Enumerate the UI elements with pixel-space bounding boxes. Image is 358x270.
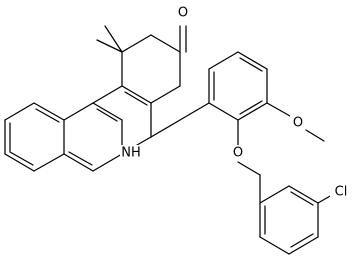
bond	[305, 129, 325, 142]
bond	[92, 102, 123, 121]
bond	[96, 39, 123, 53]
ether-oxygen-label: O	[231, 145, 245, 161]
bond	[136, 136, 152, 146]
bond	[104, 25, 123, 53]
bond	[4, 102, 35, 121]
bond	[96, 108, 118, 122]
bond	[92, 153, 123, 172]
bond	[179, 102, 210, 121]
bond	[259, 236, 290, 255]
chlorine-label: Cl	[330, 184, 352, 200]
bond	[288, 236, 319, 255]
methoxy-oxygen-label: O	[290, 115, 304, 131]
bond	[63, 153, 94, 172]
bond	[121, 85, 152, 104]
bond	[239, 57, 263, 72]
bond	[92, 85, 123, 104]
bond	[266, 102, 291, 117]
atom-label-o: O	[233, 146, 243, 161]
atom-label-nh: NH	[121, 146, 141, 161]
bond	[150, 85, 181, 104]
bond	[237, 51, 268, 70]
bond-layer	[4, 25, 333, 255]
bond	[150, 34, 181, 53]
atom-label-o: O	[178, 6, 188, 21]
bond	[259, 185, 290, 204]
bond	[33, 102, 65, 121]
amine-label: NH	[120, 145, 142, 161]
bond	[35, 108, 60, 123]
bond	[208, 102, 239, 121]
bond	[288, 185, 319, 204]
bond	[208, 51, 239, 70]
bond	[9, 151, 34, 166]
ketone-oxygen-label: O	[176, 5, 190, 21]
bond	[63, 102, 94, 121]
bond	[237, 161, 261, 176]
atom-label-cl: Cl	[335, 185, 348, 200]
bond	[239, 100, 263, 115]
bond	[121, 34, 152, 53]
bond	[150, 119, 181, 138]
bond	[290, 191, 314, 206]
bond	[33, 153, 65, 172]
label-layer: O NH O O Cl	[120, 5, 352, 200]
bond	[124, 91, 148, 106]
bond	[68, 151, 93, 166]
bond	[317, 194, 333, 204]
bond	[4, 153, 35, 172]
atom-label-o: O	[293, 116, 303, 131]
bond	[237, 102, 268, 121]
bond	[290, 233, 314, 248]
